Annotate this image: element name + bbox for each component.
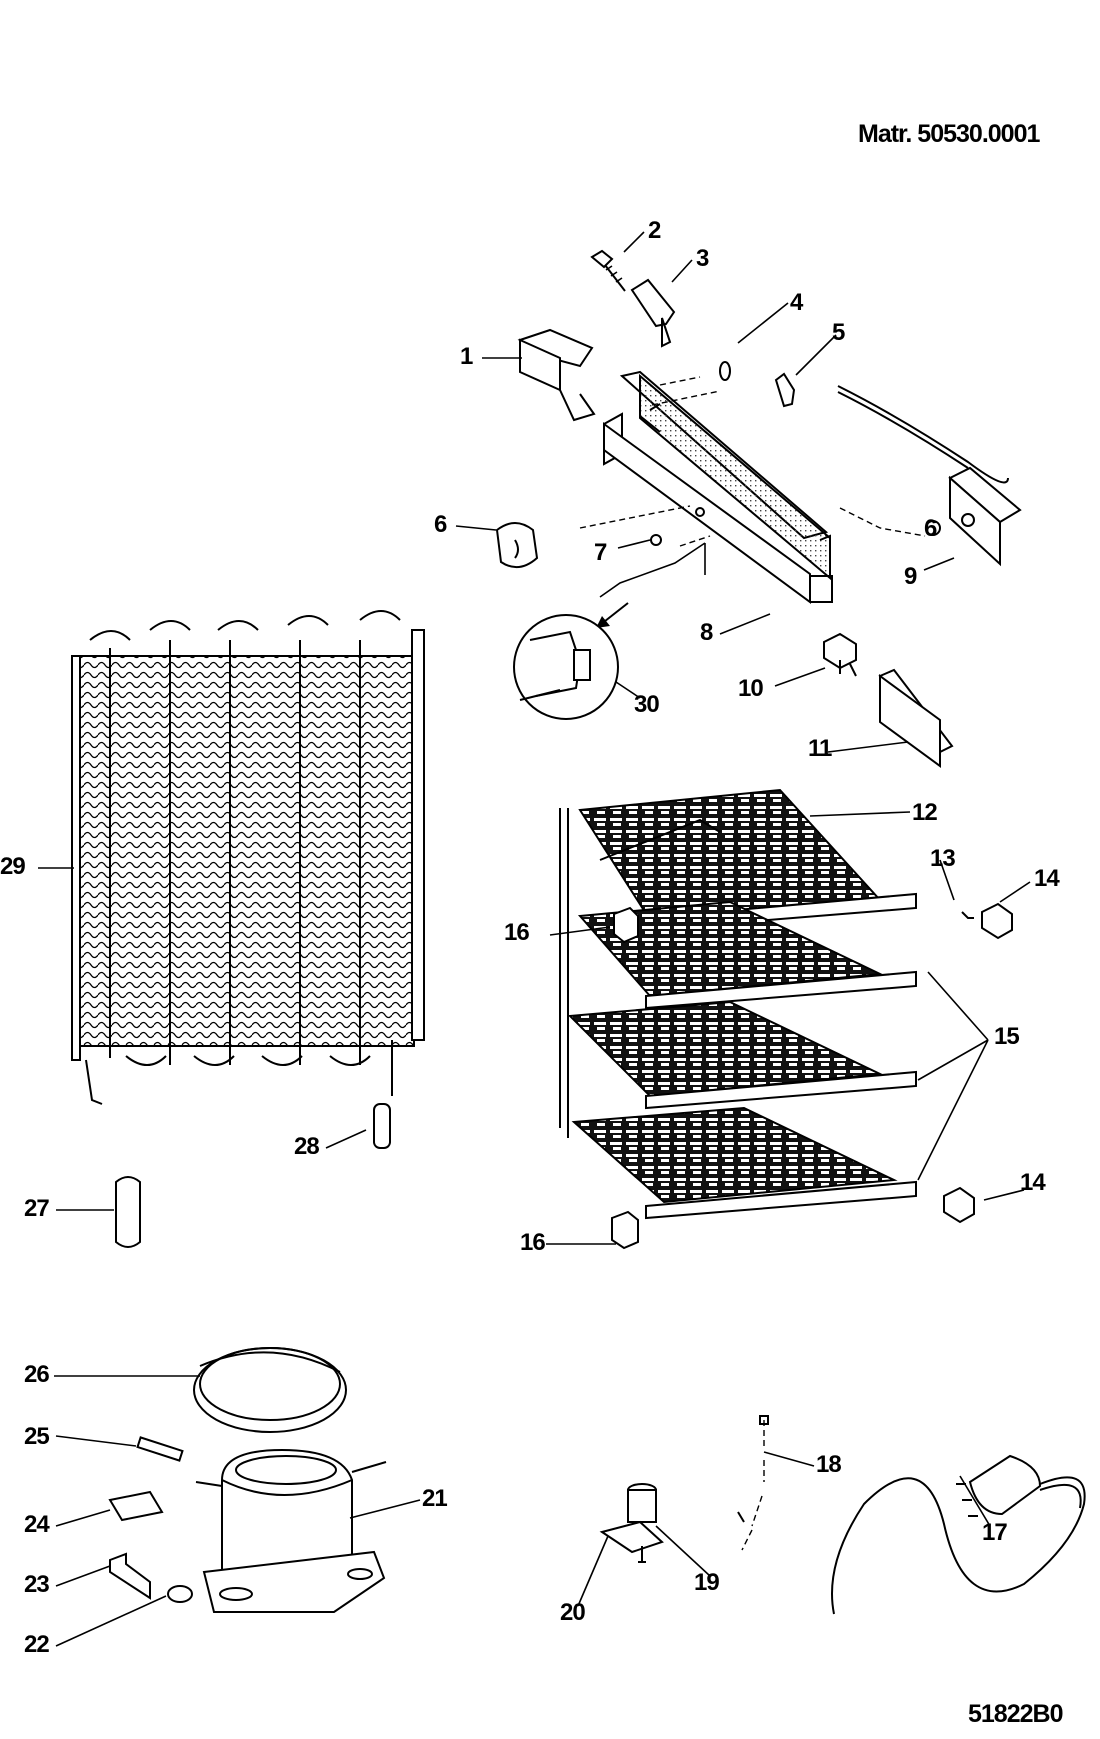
callout-25: 25 <box>24 1423 49 1450</box>
part-power-cord <box>831 1454 1086 1615</box>
callout-8: 8 <box>700 619 713 646</box>
part-hinge-lower <box>611 1210 639 1250</box>
callout-26: 26 <box>24 1361 49 1388</box>
part-knob-small <box>925 520 941 536</box>
callout-6: 6 <box>924 515 937 542</box>
callout-7: 7 <box>594 539 607 566</box>
part-control-housing <box>603 370 833 604</box>
callout-9: 9 <box>904 563 917 590</box>
part-tube <box>136 1436 184 1462</box>
callout-11: 11 <box>808 735 832 762</box>
part-retainer <box>109 1552 151 1600</box>
callout-17: 17 <box>982 1519 1007 1546</box>
callout-27: 27 <box>24 1195 49 1222</box>
part-bracket <box>517 328 596 422</box>
part-clip <box>823 632 857 677</box>
callout-2: 2 <box>648 217 661 244</box>
part-clamp <box>108 1490 164 1522</box>
part-shelf-support <box>981 902 1013 940</box>
callout-10: 10 <box>738 675 763 702</box>
part-washer <box>650 534 662 546</box>
part-evaporator <box>559 788 917 1220</box>
part-terminal-wires <box>737 1415 769 1551</box>
part-grommet <box>167 1585 193 1603</box>
part-compressor <box>195 1448 387 1613</box>
callout-21: 21 <box>422 1485 447 1512</box>
callout-14: 14 <box>1020 1169 1046 1196</box>
callout-15: 15 <box>994 1023 1019 1050</box>
callout-22: 22 <box>24 1631 49 1658</box>
part-cover <box>878 668 954 768</box>
callout-30: 30 <box>634 691 659 718</box>
callout-18: 18 <box>816 1451 841 1478</box>
part-screw-small <box>961 911 974 919</box>
callout-4: 4 <box>790 289 804 316</box>
callout-5: 5 <box>832 319 845 346</box>
model-number: Matr. 50530.0001 <box>858 120 1040 148</box>
part-base-ring <box>193 1347 347 1433</box>
part-thermostat <box>837 385 1022 567</box>
callout-16: 16 <box>520 1229 545 1256</box>
part-hinge <box>613 906 639 944</box>
part-pin <box>630 278 676 348</box>
part-screw <box>590 249 626 292</box>
detail-view <box>513 614 619 720</box>
callout-24: 24 <box>24 1511 50 1538</box>
callout-1: 1 <box>460 343 473 370</box>
part-sleeve <box>373 1103 391 1149</box>
callout-16: 16 <box>504 919 529 946</box>
callout-13: 13 <box>930 845 955 872</box>
part-shelf-support-lower <box>943 1186 975 1224</box>
part-spring <box>774 372 796 408</box>
part-spacer <box>719 361 731 381</box>
part-relay <box>599 1483 664 1563</box>
callout-29: 29 <box>0 853 25 880</box>
callout-6: 6 <box>434 511 447 538</box>
drawing-code: 51822B0 <box>968 1700 1063 1728</box>
leader-lines <box>38 231 1031 1647</box>
callout-12: 12 <box>912 799 937 826</box>
part-filter-dryer <box>115 1176 141 1248</box>
callout-20: 20 <box>560 1599 585 1626</box>
part-condenser <box>71 610 425 1105</box>
callout-19: 19 <box>694 1569 719 1596</box>
callout-3: 3 <box>696 245 709 272</box>
callout-14: 14 <box>1034 865 1060 892</box>
callout-28: 28 <box>294 1133 319 1160</box>
callout-23: 23 <box>24 1571 49 1598</box>
